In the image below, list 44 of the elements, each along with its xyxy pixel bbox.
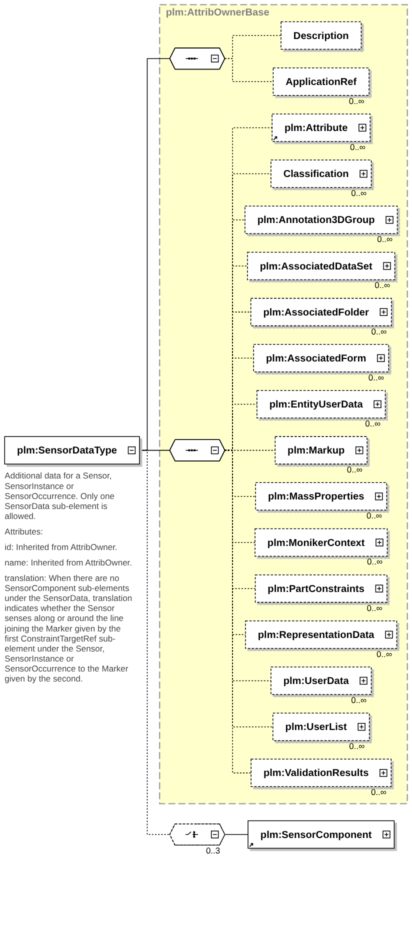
annotation-text: Attributes: — [4, 528, 44, 538]
node-box: ApplicationRef — [272, 67, 370, 96]
node-box: plm:ValidationResults — [250, 758, 392, 788]
node-box: plm:AssociatedFolder — [250, 298, 392, 326]
cardinality-label: 0..∞ — [366, 510, 382, 521]
node-box: plm:RepresentationData — [245, 620, 398, 649]
node-box: plm:SensorDataType — [4, 436, 140, 464]
cardinality-label: 0..∞ — [349, 741, 365, 752]
node-box: plm:Markup — [274, 436, 368, 464]
connector — [139, 450, 170, 835]
connector — [139, 450, 170, 451]
cardinality-label: 0..∞ — [368, 372, 384, 382]
annotation-text: name: Inherited from AttribOwner. — [4, 558, 134, 569]
connector — [224, 834, 248, 835]
cardinality-label: 0..∞ — [377, 234, 393, 244]
cardinality-label: 0..∞ — [351, 188, 367, 198]
node-box: plm:PartConstraints — [254, 574, 388, 603]
cardinality-label: 0..3 — [206, 846, 220, 856]
cardinality-label: 0..∞ — [350, 142, 366, 152]
node-box: plm:UserList — [272, 712, 370, 741]
annotation-text: Additional data for a Sensor, SensorInstance or SensorOccurrence. Only one SensorData sub-element is allowed. — [4, 472, 116, 522]
cardinality-label: 0..∞ — [371, 326, 387, 336]
node-box: plm:MonikerContext — [254, 528, 388, 557]
connector — [139, 58, 170, 451]
node-box: plm:MassProperties — [255, 482, 388, 511]
cardinality-label: 0..∞ — [351, 695, 367, 706]
node-box: plm:AssociatedForm — [253, 344, 390, 372]
cardinality-label: 0..∞ — [346, 464, 362, 475]
annotation-text: translation: When there are no SensorComponent sub-elements under the SensorData, translation indicates whether the Sensor senses along or around the line joining the Marker given by the first ConstraintTargetRef sub-element under the Sensor, SensorInstance or SensorOccurrence to the Marker given by the second. — [4, 574, 134, 685]
cardinality-label: 0..∞ — [365, 418, 381, 428]
node-box: plm:AssociatedDataSet — [247, 252, 396, 280]
cardinality-label: 0..∞ — [367, 556, 383, 567]
node-box: Classification — [270, 160, 372, 188]
cardinality-label: 0..∞ — [366, 602, 382, 613]
cardinality-label: 0..∞ — [370, 787, 386, 798]
node-box: Description — [280, 21, 362, 50]
node-box: plm:UserData — [270, 666, 372, 695]
annotation-text: id: Inherited from AttribOwner. — [4, 543, 118, 554]
cardinality-label: 0..∞ — [374, 280, 390, 290]
connector — [224, 58, 274, 82]
node-box: plm:EntityUserData — [256, 390, 386, 418]
node-box: plm:Annotation3DGroup — [244, 206, 398, 234]
cardinality-label: 0..∞ — [348, 96, 364, 106]
cardinality-label: 0..∞ — [376, 648, 392, 659]
